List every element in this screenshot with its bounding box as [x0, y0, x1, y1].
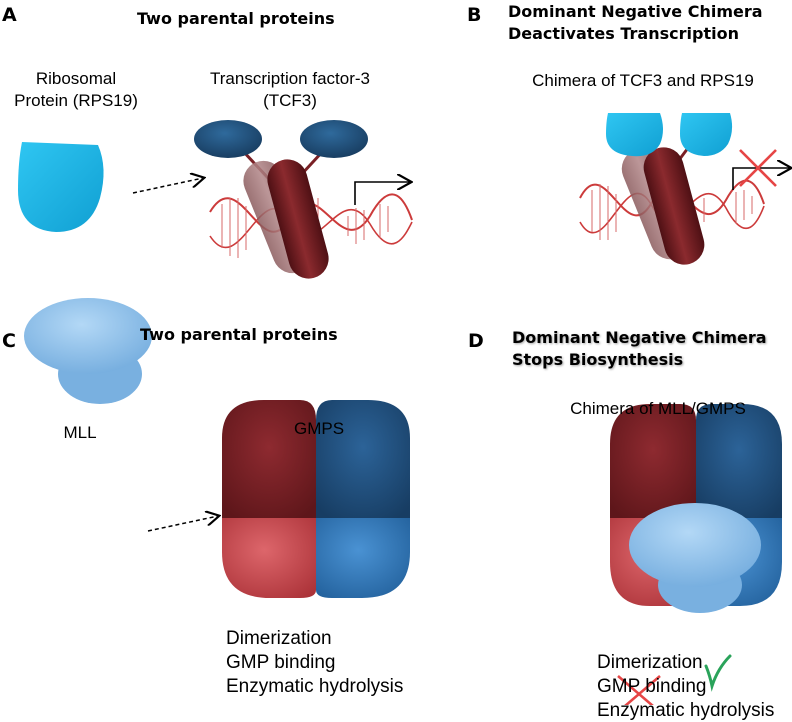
rps19-label-line2: Protein (RPS19) [14, 91, 138, 110]
transcription-arrow-icon [732, 168, 790, 190]
gmps-feature-dimerization: Dimerization [226, 628, 332, 649]
check-mark-icon [704, 654, 732, 692]
panel-d-title-line2: Stops Biosynthesis [512, 350, 684, 369]
tcf3-dimer-left [194, 120, 262, 158]
chimera-mll-cap [629, 503, 761, 613]
chimera-feature-enzymatic-hydrolysis: Enzymatic hydrolysis [597, 700, 775, 721]
panel-b-title-line1: Dominant Negative Chimera [508, 2, 763, 21]
mll-label: MLL [63, 423, 97, 442]
block-cross-icon [617, 675, 661, 705]
block-cross-icon [739, 149, 777, 187]
chimera-feature-dimerization: Dimerization [597, 652, 703, 673]
chimera-tcf3-rps19-label: Chimera of TCF3 and RPS19 [532, 71, 754, 90]
rps19-protein-shape [18, 142, 104, 232]
panel-c-letter: C [2, 330, 16, 352]
panel-a-letter: A [2, 4, 17, 26]
rps19-label-line1: Ribosomal [35, 69, 117, 88]
gmps-feature-gmp-binding: GMP binding [226, 652, 336, 673]
panel-b-title-line2: Deactivates Transcription [508, 24, 739, 43]
panel-c-title: Two parental proteins [140, 325, 338, 344]
chimera-feature-gmp-binding: GMP binding [597, 676, 707, 697]
dashed-arrow-icon [147, 516, 218, 532]
gmps-feature-enzymatic-hydrolysis: Enzymatic hydrolysis [226, 676, 404, 697]
gmps-tetramer [222, 400, 410, 598]
tcf3-dna-binding-domain [267, 159, 329, 279]
tcf3-label-line2: (TCF3) [263, 91, 317, 110]
dashed-arrow-icon [132, 178, 203, 194]
mll-protein-shape [24, 298, 152, 404]
tcf3-dimer-right [300, 120, 368, 158]
panel-d-letter: D [468, 330, 484, 352]
tcf3-label-line1: Transcription factor-3 [210, 69, 370, 88]
transcription-arrow-icon [354, 182, 410, 205]
chimera-dna-binding-domain [643, 147, 705, 265]
chimera-rps19-left [606, 113, 663, 157]
panel-a-title: Two parental proteins [137, 9, 335, 28]
gmps-label: GMPS [293, 419, 345, 438]
panel-d-title-line1: Dominant Negative Chimera [512, 328, 767, 347]
panel-b-letter: B [467, 4, 482, 26]
chimera-rps19-right [680, 113, 733, 156]
chimera-mll-gmps-label: Chimera of MLL/GMPS [570, 399, 746, 418]
figure-artwork [18, 113, 792, 705]
